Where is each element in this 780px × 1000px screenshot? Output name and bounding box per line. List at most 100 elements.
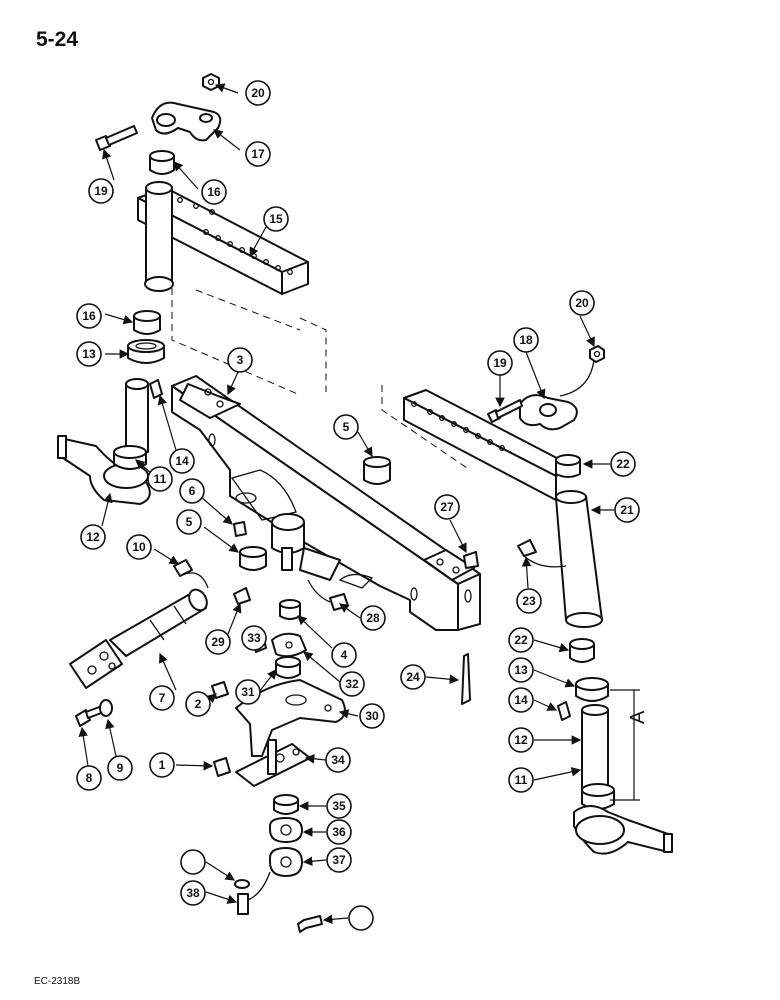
svg-text:9: 9 <box>117 761 124 775</box>
svg-text:28: 28 <box>366 611 380 625</box>
callout-13-left: 13 <box>76 341 102 367</box>
svg-text:8: 8 <box>86 771 93 785</box>
svg-text:14: 14 <box>514 693 528 707</box>
svg-text:22: 22 <box>616 457 630 471</box>
svg-text:20: 20 <box>251 86 265 100</box>
washer-34 <box>269 817 303 843</box>
svg-text:5: 5 <box>343 420 350 434</box>
washer-37 <box>234 879 250 889</box>
leader-lines <box>78 83 614 925</box>
callout-34: 36 <box>326 819 352 845</box>
bushing-22-upper <box>555 454 581 478</box>
pivot-pin <box>69 588 208 689</box>
callout-35: 37 <box>326 847 352 873</box>
spacer-4 <box>279 599 301 620</box>
callout-14-right: 14 <box>508 687 534 713</box>
callout-19-upper: 19 <box>88 178 114 204</box>
washer-9 <box>99 699 113 717</box>
bolt-24 <box>461 653 471 705</box>
svg-text:30: 30 <box>365 709 379 723</box>
svg-text:18: 18 <box>519 333 533 347</box>
nut-upper-left <box>202 73 220 91</box>
callout-17: 17 <box>245 141 271 167</box>
page-number: 5-24 <box>36 28 79 51</box>
callout-1: 1 <box>149 752 175 778</box>
bushing-22-lower <box>569 638 595 663</box>
svg-text:33: 33 <box>247 631 261 645</box>
svg-text:21: 21 <box>620 503 634 517</box>
callout-25: 27 <box>434 494 460 520</box>
dimension-a <box>610 689 640 801</box>
plate-35 <box>269 847 303 877</box>
callout-29: 31 <box>235 679 261 705</box>
svg-text:38: 38 <box>186 886 200 900</box>
callout-26: 28 <box>360 605 386 631</box>
svg-text:16: 16 <box>207 185 221 199</box>
bushing-29 <box>275 656 301 679</box>
svg-text:12: 12 <box>86 530 100 544</box>
bushing-upper <box>149 150 175 175</box>
callout-12-left: 12 <box>80 524 106 550</box>
steering-arm-clamp-left <box>151 101 222 142</box>
svg-text:2: 2 <box>195 697 202 711</box>
callout-36: 38 <box>180 880 206 906</box>
callout-3: 3 <box>227 347 253 373</box>
svg-text:7: 7 <box>159 691 166 705</box>
svg-text:15: 15 <box>269 212 283 226</box>
svg-text:19: 19 <box>493 356 507 370</box>
bushing-left-lower <box>133 310 161 335</box>
svg-text:11: 11 <box>515 773 528 787</box>
svg-text:34: 34 <box>331 753 345 767</box>
svg-text:19: 19 <box>94 184 108 198</box>
svg-text:13: 13 <box>514 663 528 677</box>
callout-6: 6 <box>179 478 205 504</box>
shim-33 <box>273 794 299 815</box>
callout-20-upper: 20 <box>245 80 271 106</box>
svg-text:6: 6 <box>189 484 196 498</box>
grease-fitting-27 <box>233 587 251 605</box>
callout-14-left: 14 <box>169 448 195 474</box>
svg-text:36: 36 <box>332 825 346 839</box>
svg-text:14: 14 <box>175 454 189 468</box>
callout-19-right: 19 <box>487 350 513 376</box>
callout-11-left: 11 <box>147 466 173 492</box>
callout-31: 33 <box>241 625 267 651</box>
callout-24: 24 <box>400 664 426 690</box>
pivot-bushing-front <box>239 546 267 571</box>
svg-text:23: 23 <box>522 594 536 608</box>
callout-13-right: 13 <box>508 657 534 683</box>
callout-5-lower: 5 <box>176 509 202 535</box>
callout-2: 2 <box>185 691 211 717</box>
steering-spindle-right <box>573 704 673 855</box>
bracket-28 <box>235 679 346 757</box>
svg-text:10: 10 <box>132 540 146 554</box>
svg-text:32: 32 <box>345 677 359 691</box>
svg-text:3: 3 <box>237 353 244 367</box>
steering-arm-clamp-right <box>519 359 595 431</box>
svg-text:5: 5 <box>186 515 193 529</box>
callout-27: 29 <box>205 629 231 655</box>
svg-text:27: 27 <box>440 500 454 514</box>
key-left <box>149 379 163 399</box>
svg-text:4: 4 <box>341 648 348 662</box>
callout-22-upper: 22 <box>610 451 636 477</box>
callout-32: 34 <box>325 747 351 773</box>
axle-extension-right <box>403 389 603 628</box>
dimension-label: A <box>627 710 649 724</box>
callout-37 <box>180 849 206 875</box>
svg-text:20: 20 <box>575 296 589 310</box>
steering-spindle-left <box>57 378 151 505</box>
svg-text:37: 37 <box>332 853 346 867</box>
seal-left <box>127 339 165 364</box>
bolt-38 <box>297 915 323 933</box>
svg-text:13: 13 <box>82 347 96 361</box>
locating-pin <box>233 521 247 537</box>
plate-32 <box>235 739 311 787</box>
callout-7: 7 <box>149 685 175 711</box>
bolt-upper-left <box>95 125 138 151</box>
callout-5-upper: 5 <box>333 414 359 440</box>
axle-extension-left <box>137 181 309 295</box>
seal-right <box>575 677 609 702</box>
bolt-36 <box>237 871 271 915</box>
